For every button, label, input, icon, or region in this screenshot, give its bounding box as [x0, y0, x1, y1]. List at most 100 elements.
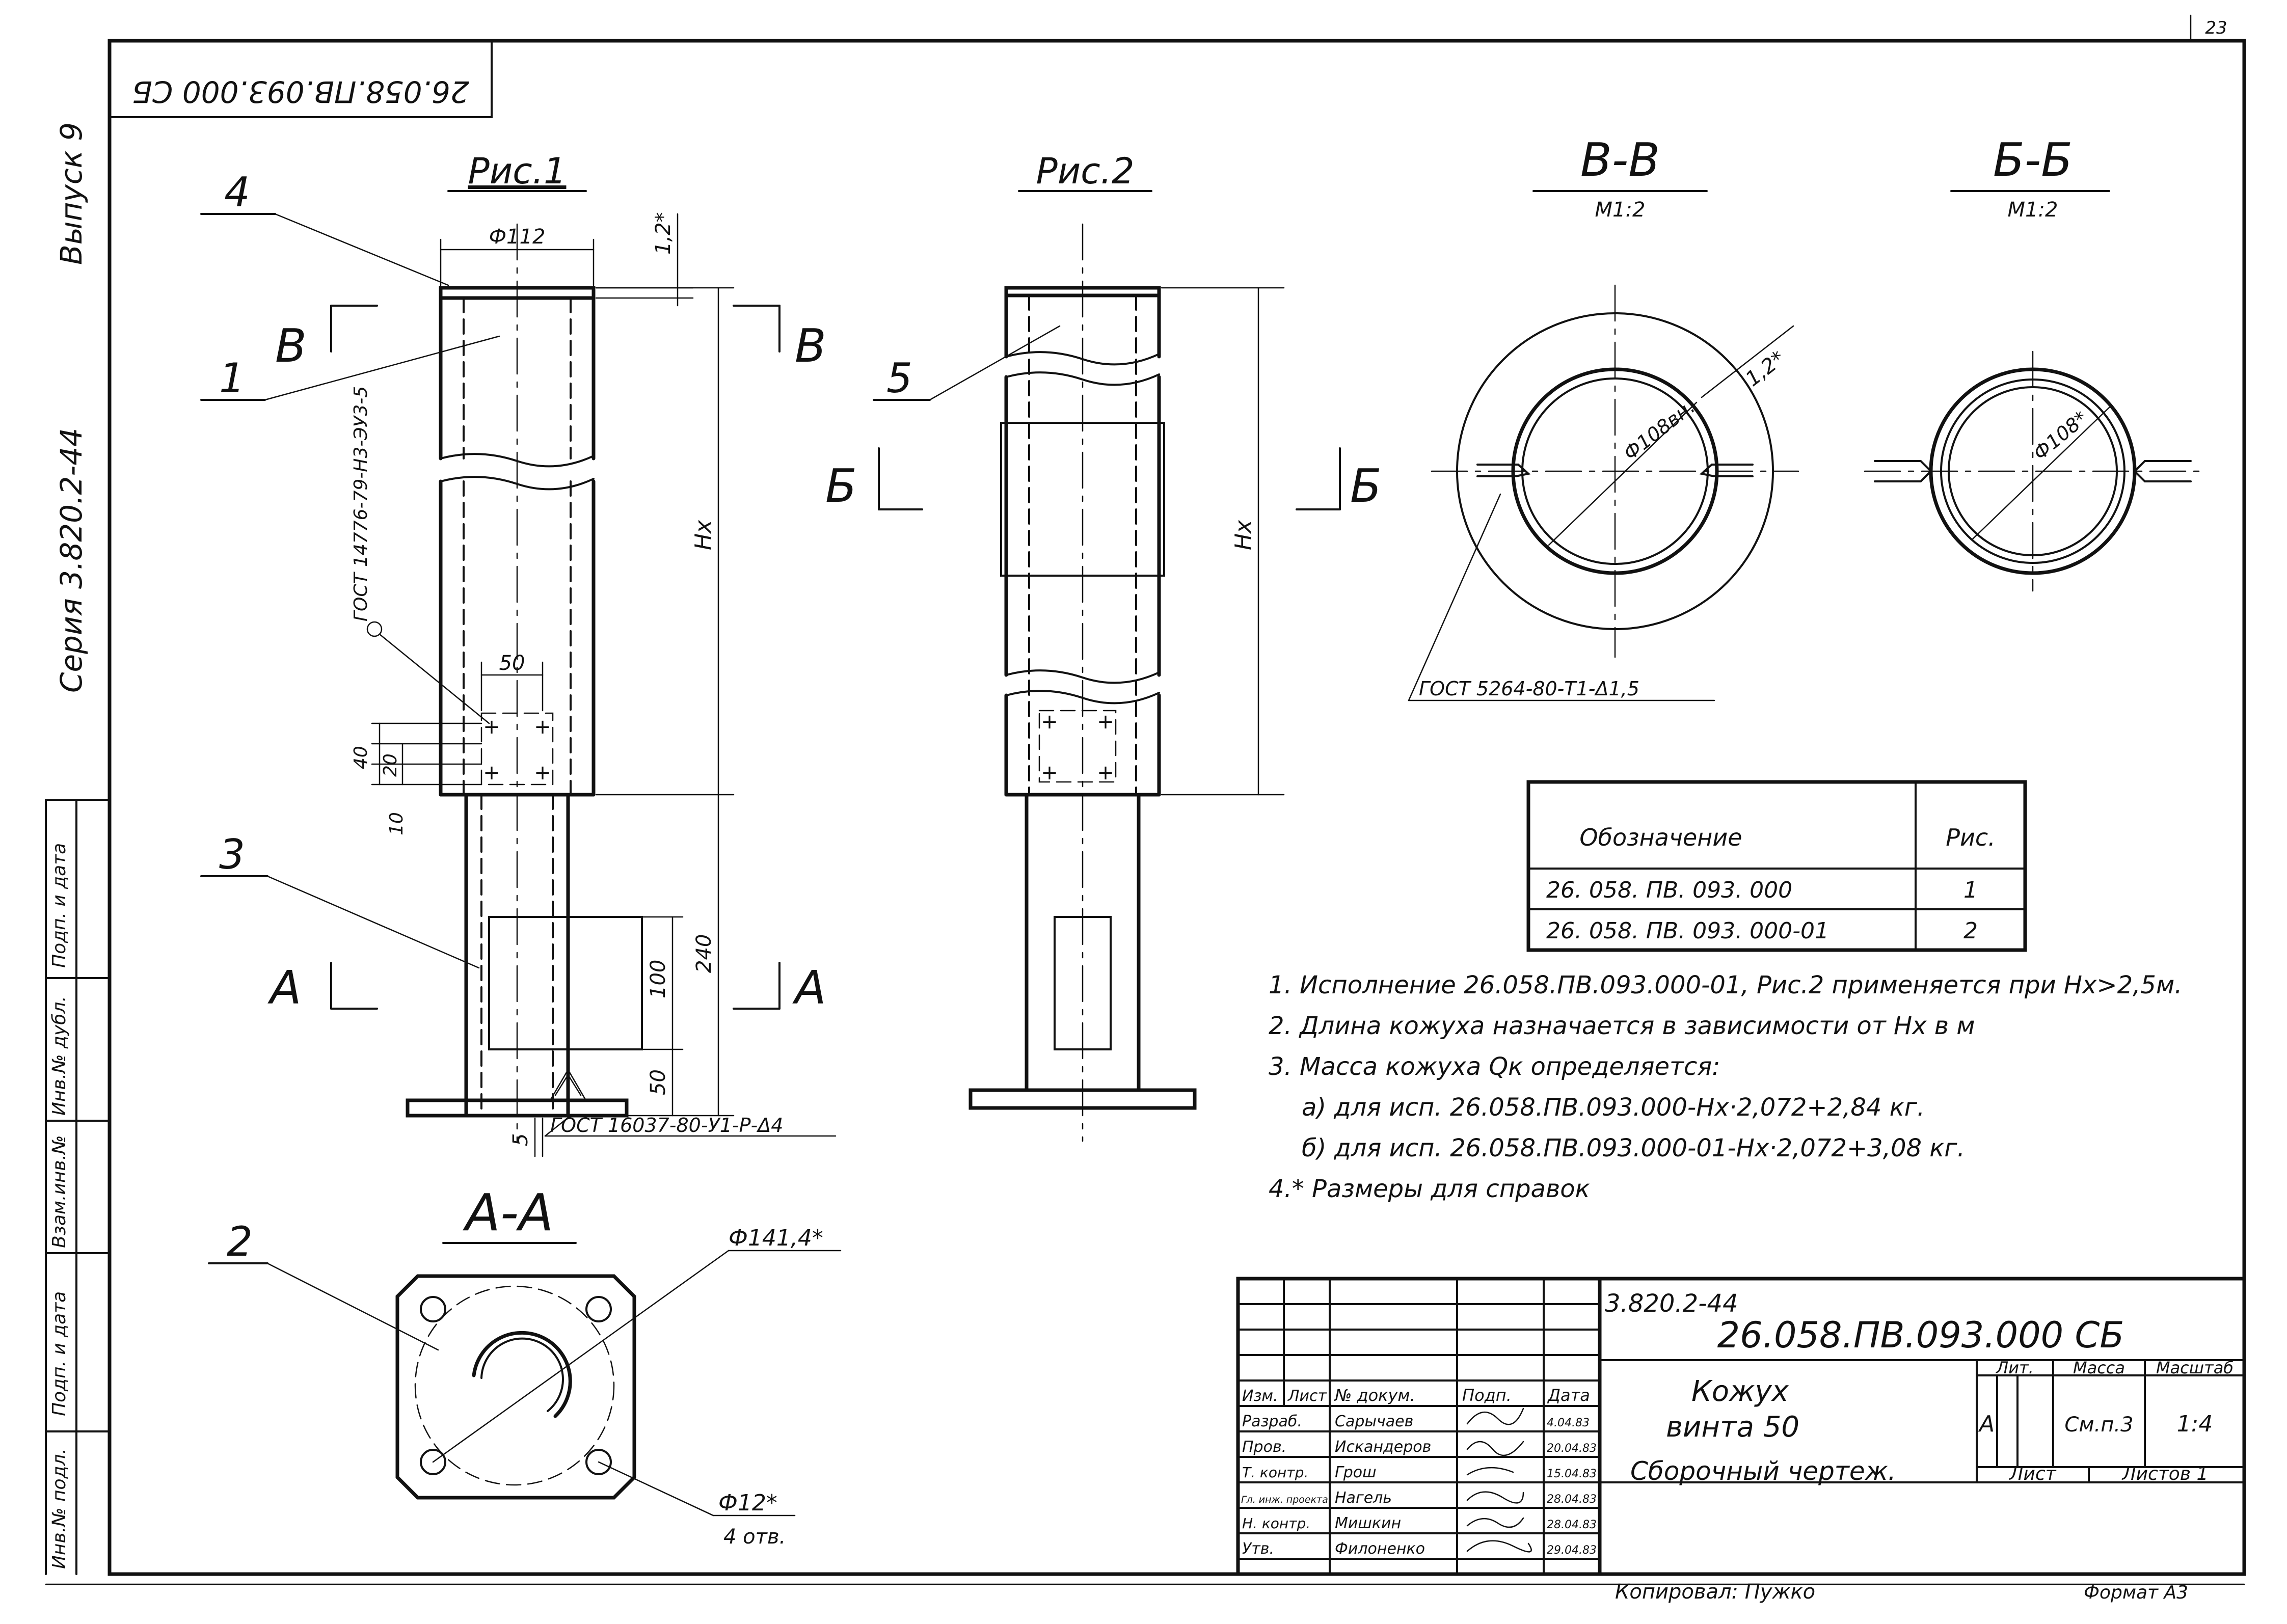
sec-vv-title: В-В: [1580, 133, 1660, 187]
dim-100: 100: [647, 960, 670, 998]
tb-col-date: Дата: [1547, 1386, 1590, 1405]
tb-scale-value: 1:4: [2177, 1411, 2213, 1437]
figure-2: Рис.2 + + + + Hx 5 Б Б: [825, 150, 1382, 1142]
tb-name-line1: Кожух: [1691, 1375, 1789, 1408]
svg-text:+: +: [1097, 761, 1114, 784]
svg-text:+: +: [483, 761, 500, 784]
dim-5: 5: [509, 1133, 532, 1146]
dim-240: 240: [692, 934, 716, 973]
tb-date-5: 28.04.83: [1547, 1519, 1597, 1531]
margin-cell-dup-inv: Инв.№ дубл.: [49, 996, 70, 1116]
svg-text:+: +: [483, 715, 500, 739]
table-row-2-code: 26. 058. ПВ. 093. 000-01: [1546, 918, 1829, 944]
tb-name-6: Филоненко: [1335, 1540, 1425, 1558]
weld-note-gost5264: ГОСТ 5264-80-Т1-Δ1,5: [1419, 678, 1639, 700]
tb-doc-type: Сборочный чертеж.: [1630, 1456, 1896, 1486]
note-4: 4.* Размеры для справок: [1269, 1175, 1590, 1203]
pos-4: 4: [224, 169, 250, 216]
svg-text:+: +: [1097, 710, 1114, 734]
table-row-1-code: 26. 058. ПВ. 093. 000: [1546, 877, 1792, 903]
dim-d1414: Ф141,4*: [729, 1225, 823, 1251]
dim-holes: 4 отв.: [723, 1525, 786, 1549]
fig1-title: Рис.1: [468, 150, 567, 192]
pos-2: 2: [227, 1218, 253, 1265]
tb-mass-value: См.п.3: [2064, 1413, 2133, 1437]
svg-text:+: +: [1041, 761, 1058, 784]
tb-date-2: 20.04.83: [1547, 1442, 1597, 1455]
tb-lit-value: А: [1978, 1411, 1995, 1437]
dim-50-upper: 50: [499, 652, 525, 675]
pos-3: 3: [219, 831, 245, 878]
dim-d112: Ф112: [489, 225, 546, 249]
tb-sheet-label: Лист: [2008, 1464, 2056, 1484]
tb-date-1: 4.04.83: [1547, 1417, 1590, 1429]
dim-hx-fig1: Hx: [690, 520, 716, 550]
margin-cell-repl-inv: Взам.инв.№: [49, 1135, 70, 1248]
dim-t12: 1,2*: [652, 212, 675, 255]
cut-b-right: Б: [1350, 459, 1382, 513]
sec-vv-scale: М1:2: [1595, 198, 1646, 222]
tb-role-4: Гл. инж. проекта: [1241, 1494, 1328, 1505]
tb-role-1: Разраб.: [1242, 1413, 1302, 1430]
dim-20: 20: [380, 753, 401, 777]
tb-code: 26.058.ПВ.093.000 СБ: [1717, 1314, 2124, 1356]
series-label: Серия 3.820.2-44: [54, 428, 89, 693]
margin-cell-sign-date: Подп. и дата: [49, 843, 70, 968]
tb-sheets-label: Листов 1: [2121, 1464, 2209, 1484]
cut-a-right: А: [792, 961, 826, 1015]
tb-col-sign: Подп.: [1462, 1386, 1512, 1405]
sec-bb-scale: М1:2: [2008, 198, 2058, 222]
pos-1: 1: [219, 355, 245, 402]
note-3: 3. Масса кожуха Qк определяется:: [1269, 1052, 1720, 1081]
note-1: 1. Исполнение 26.058.ПВ.093.000-01, Рис.…: [1269, 971, 2182, 999]
dim-40: 40: [351, 746, 371, 769]
section-a-a: А-А Ф141,4* Ф12* 4 отв. 2: [208, 1183, 842, 1549]
tb-col-izm: Изм.: [1242, 1387, 1278, 1405]
tb-date-6: 29.04.83: [1547, 1544, 1597, 1557]
dim-10: 10: [386, 812, 407, 835]
tb-role-2: Пров.: [1242, 1438, 1286, 1456]
table-row-2-fig: 2: [1963, 918, 1978, 944]
cut-v-right: В: [795, 319, 826, 373]
table-row-1-fig: 1: [1963, 877, 1978, 903]
tb-series: 3.820.2-44: [1605, 1289, 1738, 1318]
dim-50-lower: 50: [647, 1069, 670, 1095]
tb-name-2: Искандеров: [1335, 1438, 1431, 1456]
table-header-fig: Рис.: [1946, 824, 1996, 851]
dim-hx-fig2: Hx: [1230, 520, 1256, 550]
title-block: Изм. Лист № докум. Подп. Дата Разраб. Са…: [1236, 1277, 2246, 1576]
weld-note-gost14776: ГОСТ 14776-79-Н3-ЭУ3-5: [351, 386, 371, 621]
svg-text:+: +: [1041, 710, 1058, 734]
table-header-designation: Обозначение: [1579, 824, 1742, 851]
tb-date-4: 28.04.83: [1547, 1493, 1597, 1506]
tb-role-6: Утв.: [1242, 1540, 1274, 1558]
tb-role-3: Т. контр.: [1242, 1464, 1308, 1481]
notes: 1. Исполнение 26.058.ПВ.093.000-01, Рис.…: [1269, 971, 2182, 1203]
tb-date-3: 15.04.83: [1547, 1468, 1597, 1480]
note-2: 2. Длина кожуха назначается в зависимост…: [1269, 1012, 1975, 1040]
sheet-frame: [45, 14, 2246, 1576]
fig2-title: Рис.2: [1036, 150, 1135, 192]
tb-name-5: Мишкин: [1335, 1514, 1401, 1532]
variants-table: Обозначение Рис. 26. 058. ПВ. 093. 000 1…: [1526, 780, 2027, 952]
tb-name-4: Нагель: [1335, 1489, 1392, 1507]
stamp-code-mirrored: 26.058.ПВ.093.000 СБ: [132, 74, 469, 109]
tb-col-doc: № докум.: [1334, 1386, 1415, 1405]
svg-text:+: +: [534, 715, 551, 739]
issue-label: Выпуск 9: [54, 122, 89, 265]
sec-bb-title: Б-Б: [1993, 133, 2073, 187]
tb-name-3: Грош: [1335, 1464, 1377, 1481]
margin-cell-orig-inv: Инв.№ подл.: [49, 1448, 70, 1569]
weld-note-gost16037: ГОСТ 16037-80-У1-Р-Δ4: [550, 1114, 783, 1136]
sheet-format: Формат А3: [2084, 1582, 2188, 1603]
note-3a: а) для исп. 26.058.ПВ.093.000-Hх·2,072+2…: [1302, 1093, 1925, 1122]
cut-b-left: Б: [825, 459, 857, 513]
tb-mass-label: Масса: [2073, 1358, 2125, 1377]
mirrored-stamp: 26.058.ПВ.093.000 СБ: [109, 40, 493, 118]
cut-a-left: А: [267, 961, 302, 1015]
note-3b: б) для исп. 26.058.ПВ.093.000-01-Hх·2,07…: [1302, 1134, 1965, 1162]
tb-name-1: Сарычаев: [1335, 1413, 1413, 1430]
pos-5: 5: [886, 355, 912, 402]
tb-lit-label: Лит.: [1996, 1358, 2034, 1377]
svg-text:+: +: [534, 761, 551, 784]
